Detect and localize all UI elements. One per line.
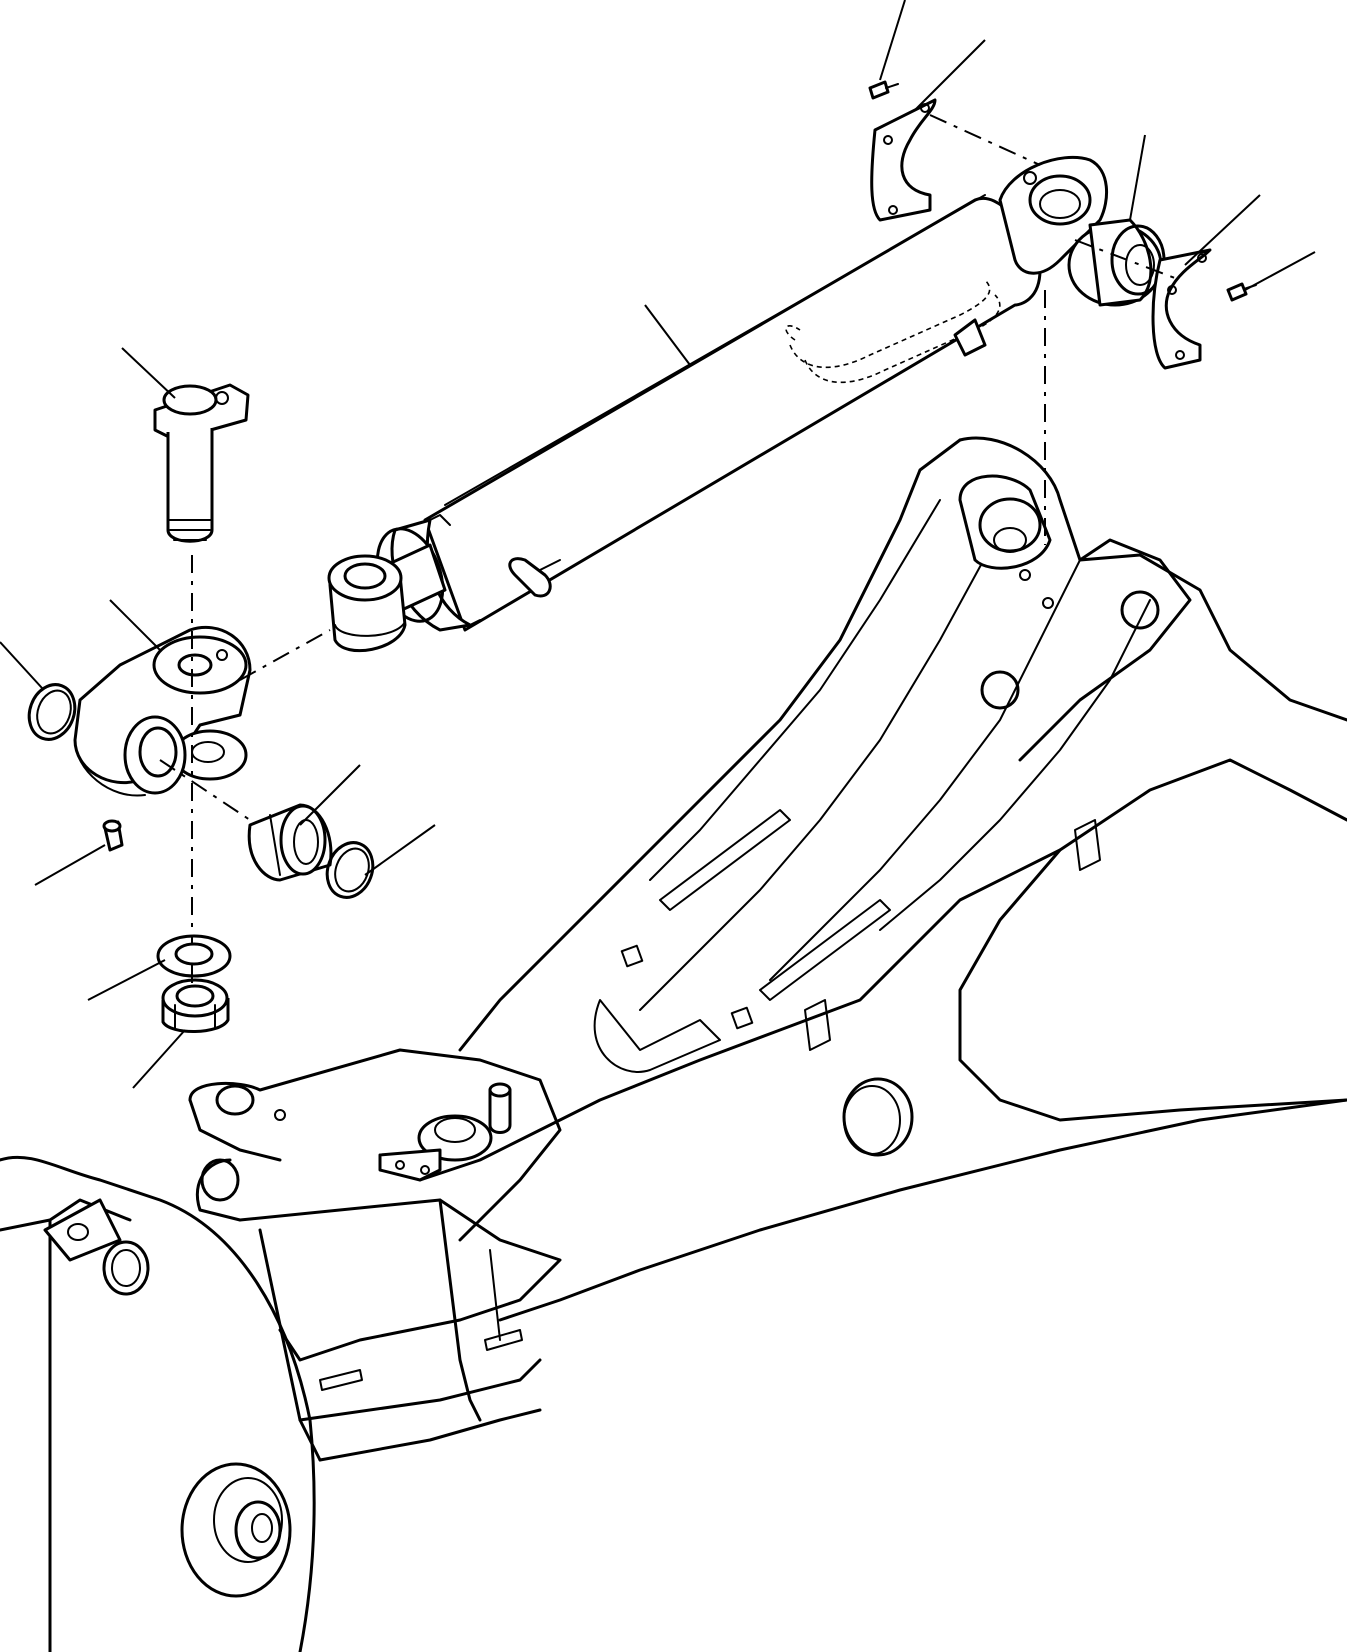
grease-fitting [102, 819, 124, 852]
hydraulic-cylinder [327, 155, 1109, 653]
yoke-bracket [73, 625, 252, 797]
boom-assembly [418, 436, 1347, 1322]
callout-leaders [0, 0, 1316, 1089]
washer [156, 934, 232, 978]
bushing [247, 803, 333, 882]
retainer-plate-upper [870, 98, 937, 222]
nut [161, 978, 230, 1033]
assembly-centerlines [159, 114, 1181, 990]
cylinder-pin [153, 383, 250, 543]
retainer-plate-lower [1151, 248, 1212, 370]
o-ring-left [27, 683, 77, 741]
base-frame [0, 1048, 562, 1652]
bolt-upper [868, 80, 899, 100]
o-ring-right [325, 841, 375, 899]
spherical-bearing [1067, 218, 1166, 307]
